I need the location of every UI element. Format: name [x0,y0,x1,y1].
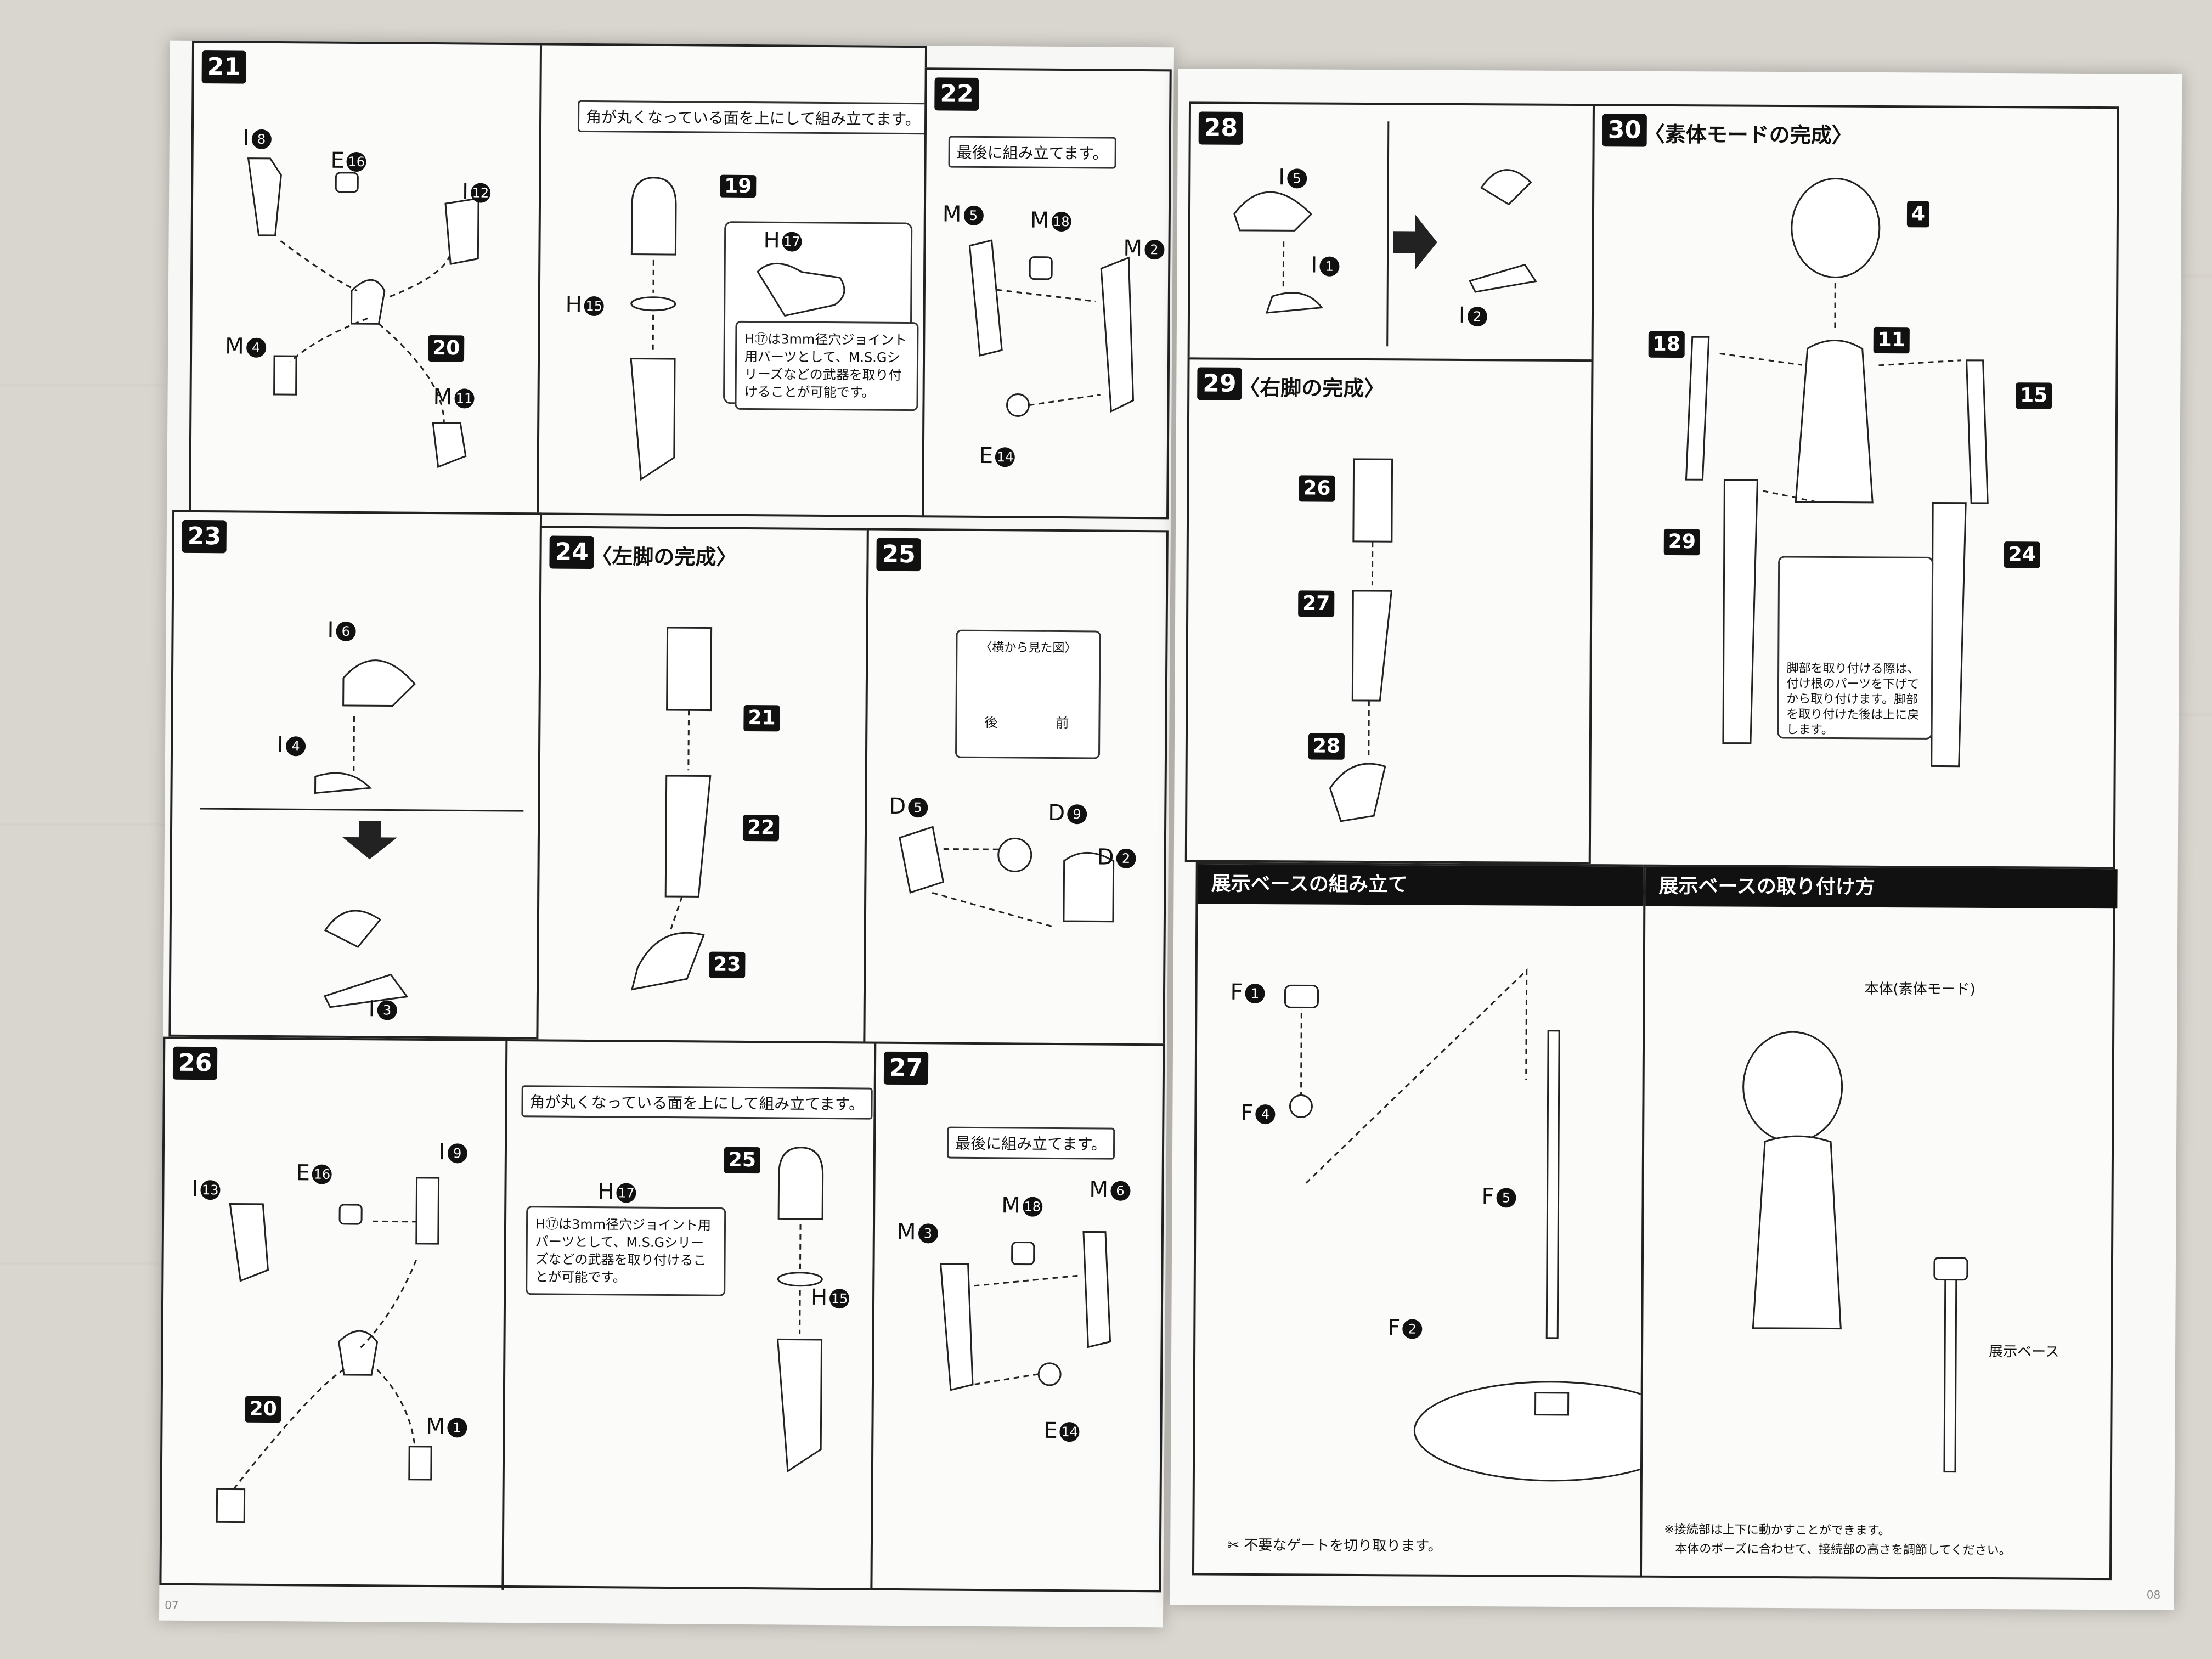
step-23-diagram [200,659,524,1008]
brick-mortar [0,823,165,826]
part-tag-20: 20 [428,335,465,362]
part-tag-20: 20 [245,1396,281,1423]
step-29-diagram [1329,458,1393,822]
part-tag-29: 29 [1663,528,1701,556]
step-24-panel: 24 〈左脚の完成〉 21 22 23 [536,526,869,1044]
part-tag-22: 22 [742,814,780,842]
step-24-diagram [630,627,713,991]
part-tag-25: 25 [724,1147,761,1174]
part-tag-27: 27 [1298,590,1335,617]
step-21-diagram [247,157,479,469]
page-number: 07 [165,1598,179,1612]
part-tag-26: 26 [1299,475,1335,502]
part-tag-21: 21 [743,704,780,732]
step-30-panel: 30 〈素体モードの完成〉 4 11 18 15 29 24 脚部を取り付ける際… [1588,104,2120,870]
part-tag-11: 11 [1873,326,1910,354]
step-28-diagram [1233,121,1537,347]
brick-mortar [2172,713,2212,716]
part-tag-19-label: 19 [720,173,757,200]
brick-mortar [0,384,165,387]
part-tag-15: 15 [2016,382,2052,409]
step-27-diagram [939,1231,1111,1391]
joint-note-1: ※接続部は上下に動かすことができます。 [1664,1522,1891,1538]
brick-mortar [0,1262,165,1265]
part-tag-4: 4 [1906,201,1930,228]
body-label: 本体(素体モード) [1864,980,1976,998]
gate-cut-note: ✂ 不要なゲートを切り取ります。 [1227,1537,1442,1555]
part-tag-18: 18 [1648,331,1685,358]
leg-attach-note: 脚部を取り付ける際は、付け根のパーツを下げてから取り付けます。脚部を取り付けた後… [1786,662,1920,737]
base-attach-diagram [1742,1031,1968,1473]
brick-mortar [2172,274,2212,278]
base-attach-panel: 展示ベースの取り付け方 本体(素体モード) 展示ベース ※接続部は上下に動かすこ… [1639,864,2118,1581]
step-29-panel: 29 〈右脚の完成〉 26 27 28 [1184,357,1594,865]
step-26-diagram [216,1177,440,1523]
joint-hint: H⑰は3mm径穴ジョイント用パーツとして、M.S.Gシリーズなどの武器を取り付け… [735,320,919,411]
base-build-diagram [1284,968,1690,1482]
part-tag-24: 24 [2004,541,2040,568]
base-label: 展示ベース [1989,1343,2059,1361]
step-25-diagram [899,826,1115,928]
joint-diagram [776,1147,824,1473]
step-22-diagram [968,239,1135,417]
part-tag-23: 23 [709,951,746,979]
joint-note-2: 本体のポーズに合わせて、接続部の高さを調節してください。 [1675,1542,2011,1558]
page-number: 08 [2146,1588,2161,1601]
part-tag-28: 28 [1308,733,1345,760]
step-30-diagram [1685,178,1989,768]
panel-divider [537,45,543,517]
